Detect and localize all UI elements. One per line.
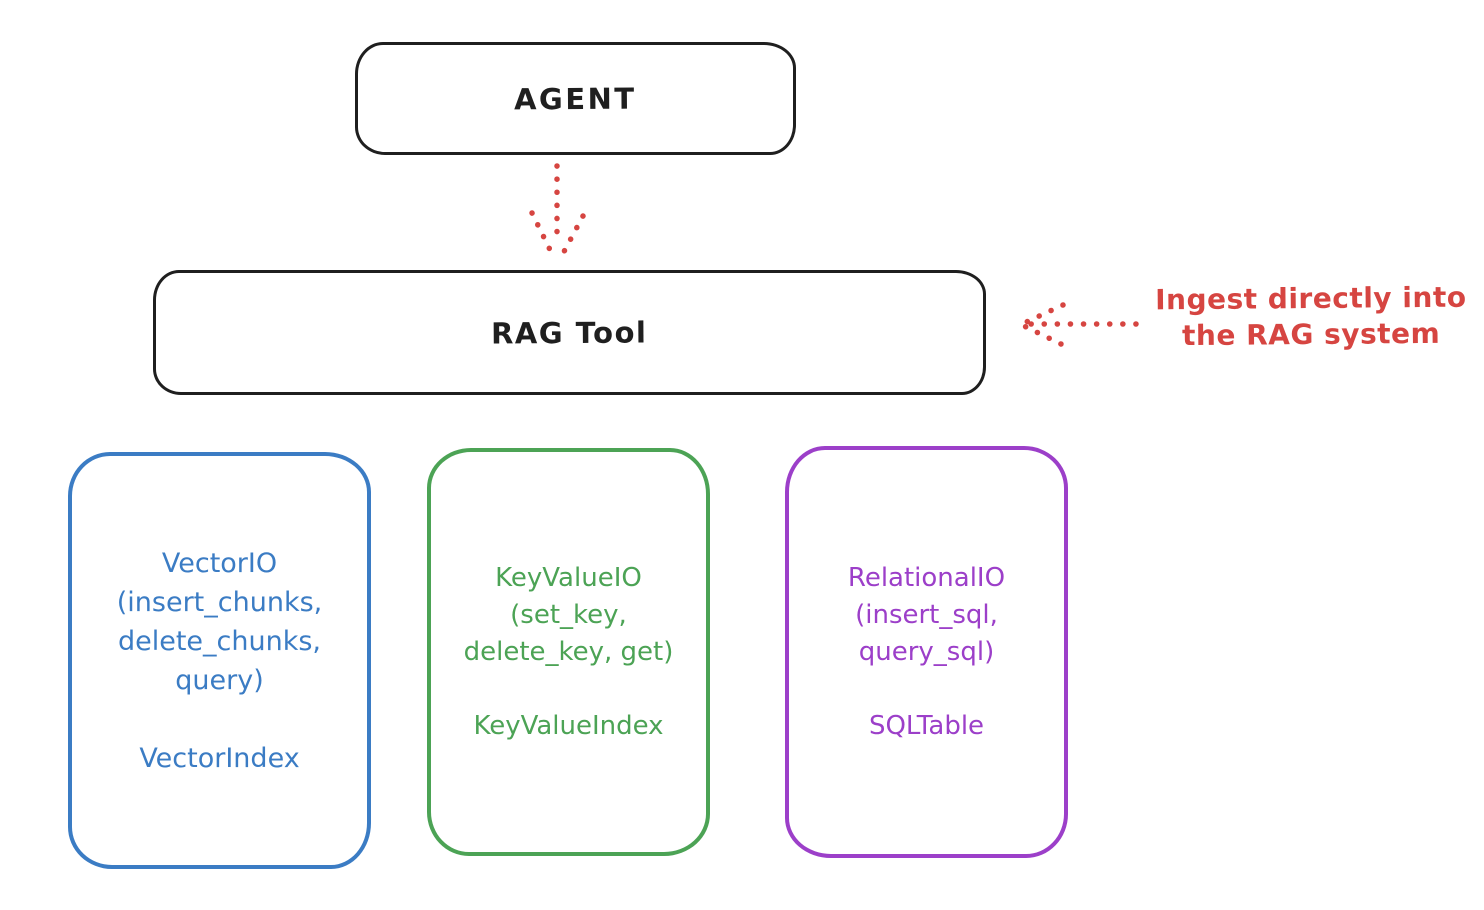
vector-io-line: query) [175,664,264,696]
vector-index-label: VectorIndex [139,742,300,774]
rag-tool-label: RAG Tool [491,314,648,351]
sql-table-label: SQLTable [868,710,985,741]
vector-io-line: VectorIO [161,547,278,579]
agent-label: AGENT [514,81,637,116]
relational-io-line: (insert_sql, [855,599,998,630]
vector-io-line: delete_chunks, [117,625,321,657]
relational-io-box: RelationalIO (insert_sql, query_sql) SQL… [785,446,1068,858]
keyvalue-io-line: delete_key, get) [463,636,674,667]
relational-io-line: query_sql) [858,636,995,667]
keyvalue-index-label: KeyValueIndex [473,710,664,741]
agent-to-rag-arrow-icon [529,163,586,264]
keyvalue-io-line: KeyValueIO [495,562,642,593]
relational-io-description: RelationalIO (insert_sql, query_sql) [848,560,1005,671]
agent-box: AGENT [355,42,796,155]
relational-io-line: RelationalIO [847,562,1006,593]
keyvalue-io-description: KeyValueIO (set_key, delete_key, get) [464,560,674,671]
ingest-arrow-icon [1019,302,1139,347]
ingest-annotation-line1: Ingest directly into [1155,280,1467,317]
ingest-annotation-line2: the RAG system [1181,316,1441,353]
vector-io-box: VectorIO (insert_chunks, delete_chunks, … [68,452,371,869]
ingest-annotation: Ingest directly into the RAG system [1138,279,1484,354]
vector-io-description: VectorIO (insert_chunks, delete_chunks, … [117,544,322,700]
rag-tool-box: RAG Tool [153,270,986,395]
keyvalue-io-line: (set_key, [510,599,627,630]
keyvalue-io-box: KeyValueIO (set_key, delete_key, get) Ke… [427,448,710,856]
vector-io-line: (insert_chunks, [116,586,323,618]
